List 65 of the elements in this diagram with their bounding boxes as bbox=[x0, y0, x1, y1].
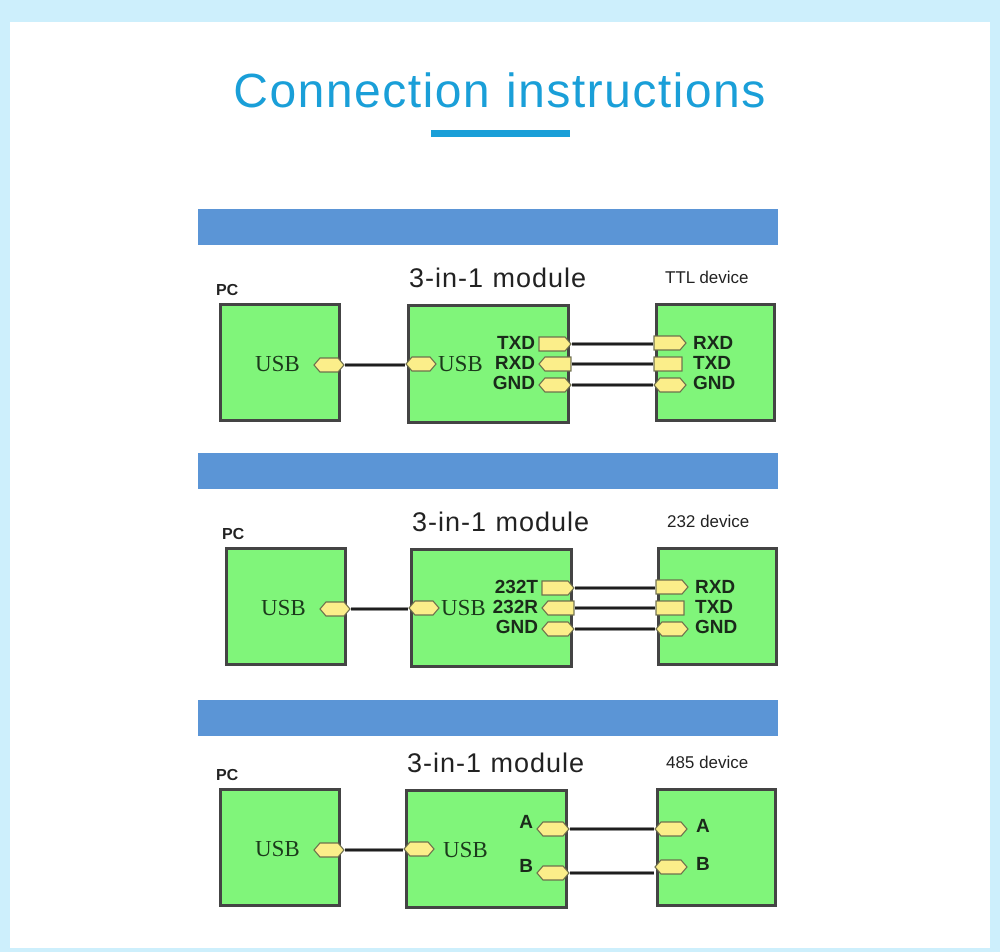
connector-pin bbox=[655, 600, 685, 616]
port-label: USB bbox=[255, 836, 301, 862]
connector-pin bbox=[653, 335, 687, 351]
connector-pin bbox=[538, 336, 572, 352]
wire bbox=[570, 872, 654, 874]
pin-label: GND bbox=[492, 373, 535, 395]
wire bbox=[575, 628, 655, 630]
device-heading: 485 device bbox=[666, 753, 750, 773]
connector-pin bbox=[538, 356, 572, 372]
module-heading: 3-in-1 module bbox=[408, 262, 588, 294]
pin-label: GND bbox=[695, 617, 738, 639]
connector-pin bbox=[408, 600, 440, 616]
wire bbox=[345, 848, 403, 852]
wire bbox=[572, 384, 653, 386]
connector-pin bbox=[313, 357, 345, 373]
wire bbox=[345, 364, 405, 366]
connector-pin bbox=[319, 601, 351, 617]
device-heading: TTL device bbox=[665, 268, 750, 288]
section-bar bbox=[198, 209, 778, 245]
port-label: USB bbox=[261, 595, 307, 621]
connector-pin bbox=[655, 621, 689, 637]
module-heading: 3-in-1 module bbox=[406, 747, 586, 779]
pin-label: A bbox=[518, 812, 533, 834]
connector-pin bbox=[536, 865, 570, 881]
connector-pin bbox=[655, 579, 689, 595]
device-label: PC bbox=[222, 525, 246, 545]
port-label: USB bbox=[443, 837, 489, 863]
pin-label: RXD bbox=[693, 333, 734, 355]
wire bbox=[575, 606, 655, 610]
module-heading: 3-in-1 module bbox=[410, 506, 592, 538]
section-bar bbox=[198, 453, 778, 489]
wire bbox=[575, 586, 655, 590]
wire bbox=[572, 342, 653, 346]
connector-pin bbox=[654, 859, 688, 875]
connector-pin bbox=[653, 377, 687, 393]
device-label: PC bbox=[216, 766, 240, 786]
connector-pin bbox=[653, 356, 683, 372]
pin-label: GND bbox=[693, 373, 736, 395]
connector-pin bbox=[541, 580, 575, 596]
pin-label: 232T bbox=[494, 577, 538, 599]
wire bbox=[570, 828, 654, 830]
connector-pin bbox=[405, 356, 437, 372]
wire bbox=[572, 362, 653, 366]
pin-label: A bbox=[696, 816, 711, 838]
device-label: PC bbox=[216, 281, 240, 301]
port-label: USB bbox=[438, 351, 484, 377]
pin-label: TXD bbox=[693, 353, 732, 375]
port-label: USB bbox=[255, 351, 301, 377]
connector-pin bbox=[403, 841, 435, 857]
connector-pin bbox=[654, 821, 688, 837]
title: Connection instructions bbox=[232, 64, 768, 120]
wire bbox=[351, 608, 408, 610]
connector-pin bbox=[536, 821, 570, 837]
pin-label: RXD bbox=[695, 577, 736, 599]
pin-label: TXD bbox=[695, 597, 734, 619]
pin-label: B bbox=[696, 854, 711, 876]
device-heading: 232 device bbox=[667, 512, 750, 532]
section-bar bbox=[198, 700, 778, 736]
connector-pin bbox=[541, 600, 575, 616]
pin-label: GND bbox=[494, 617, 538, 639]
pin-label: B bbox=[518, 856, 533, 878]
connector-pin bbox=[541, 621, 575, 637]
pin-label: TXD bbox=[496, 333, 535, 355]
connector-pin bbox=[538, 377, 572, 393]
connector-pin bbox=[313, 842, 345, 858]
